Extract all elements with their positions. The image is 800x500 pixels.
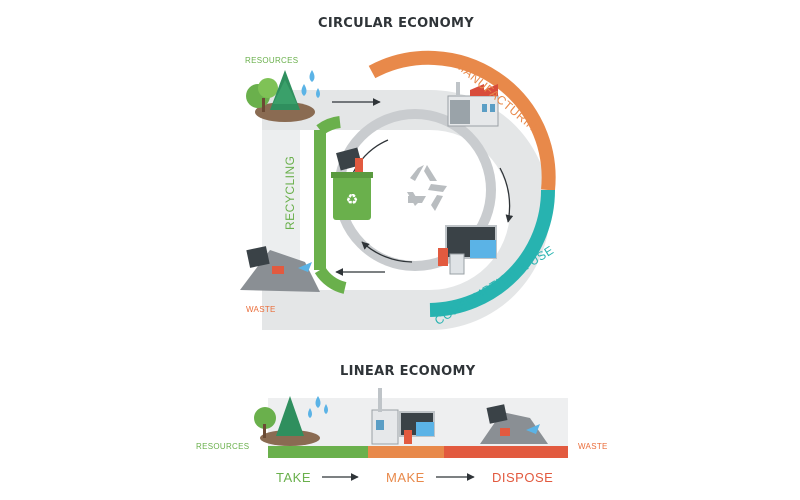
circular-flow-band — [262, 90, 550, 330]
factory-icon — [447, 82, 499, 127]
linear-economy-title: LINEAR ECONOMY — [340, 364, 476, 379]
arrow-consumption-to-recycling — [361, 241, 413, 263]
arrow-manufacturing-to-consumption — [499, 167, 514, 223]
linear-water-drop-icon — [308, 396, 328, 418]
make-segment — [368, 446, 444, 458]
circular-economy-title: CIRCULAR ECONOMY — [318, 16, 474, 31]
svg-text:♻: ♻ — [346, 192, 359, 208]
dispose-segment — [444, 446, 568, 458]
linear-waste-label: WASTE — [578, 442, 608, 451]
linear-factory-icon — [371, 388, 399, 445]
resources-tree-icon — [246, 70, 315, 122]
recycling-label: RECYCLING — [283, 155, 297, 230]
electronics-pile-icon — [438, 225, 497, 275]
linear-resources-label: RESOURCES — [196, 442, 250, 451]
recycle-symbol-icon — [407, 165, 447, 211]
take-segment — [268, 446, 368, 458]
water-drop-icon — [301, 70, 320, 98]
waste-label: WASTE — [246, 305, 276, 314]
linear-electronics-icon — [399, 411, 435, 444]
linear-tree-icon — [254, 396, 320, 446]
resources-label: RESOURCES — [245, 56, 299, 65]
recycling-bin-icon: ♻ — [331, 147, 373, 220]
step-dispose: DISPOSE — [492, 470, 554, 485]
step-take: TAKE — [276, 470, 311, 485]
step-make: MAKE — [386, 470, 425, 485]
waste-pile-icon — [240, 246, 320, 292]
manufacturing-arc — [368, 50, 556, 191]
linear-waste-pile-icon — [480, 404, 548, 444]
consumption-arc — [429, 189, 555, 317]
